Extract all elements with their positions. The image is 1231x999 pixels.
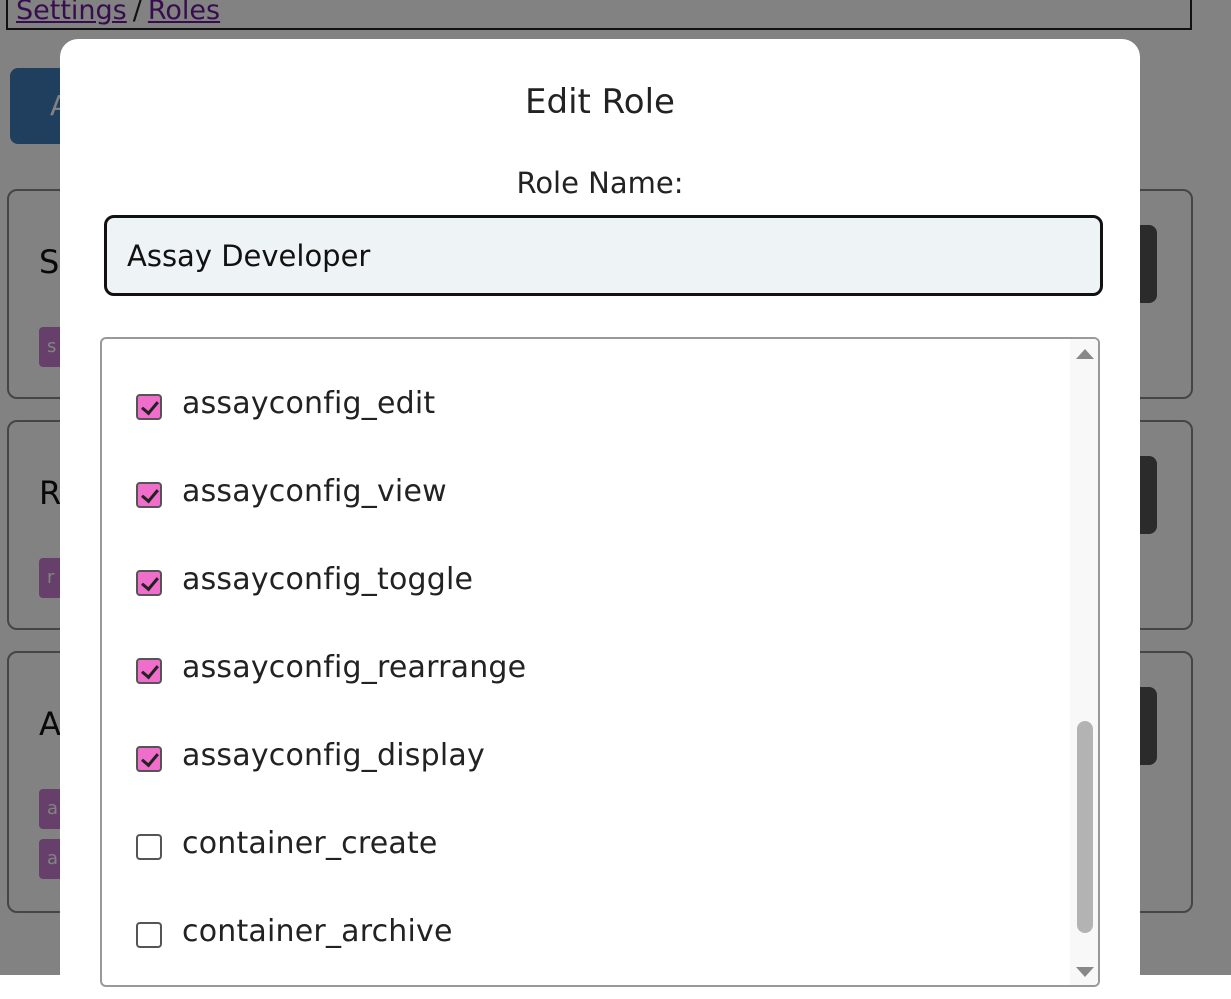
permission-item-assayconfig-toggle[interactable]: assayconfig_toggle [136,559,473,599]
breadcrumb-separator: / [132,0,142,26]
permission-label: container_archive [182,913,453,949]
role-name-label: Role Name: [516,166,684,200]
permission-item-assayconfig-display[interactable]: assayconfig_display [136,735,485,775]
role-card-title: S [39,243,60,281]
permission-item-assayconfig-rearrange[interactable]: assayconfig_rearrange [136,647,526,687]
triangle-up-icon[interactable] [1076,349,1094,359]
scrollbar-thumb[interactable] [1077,721,1093,933]
permission-item-assayconfig-edit[interactable]: assayconfig_edit [136,383,435,423]
permission-label: assayconfig_toggle [182,561,474,597]
breadcrumb-settings-link[interactable]: Settings [16,0,127,26]
permission-checkbox[interactable] [136,394,162,420]
permission-label: assayconfig_edit [182,385,436,421]
role-name-input[interactable] [104,215,1103,296]
permission-item-assayconfig-view[interactable]: assayconfig_view [136,471,447,511]
permissions-scrollbar[interactable] [1070,339,1098,985]
permissions-list[interactable]: assayconfig_edit assayconfig_view assayc… [100,337,1100,987]
permission-checkbox[interactable] [136,746,162,772]
breadcrumb-roles-link[interactable]: Roles [147,0,221,26]
permission-item-container-archive[interactable]: container_archive [136,911,453,951]
permission-label: assayconfig_rearrange [182,649,527,685]
breadcrumb: Settings/Roles [6,0,1192,30]
permission-checkbox[interactable] [136,658,162,684]
permission-label: assayconfig_view [182,473,447,509]
permission-checkbox[interactable] [136,834,162,860]
permission-checkbox[interactable] [136,570,162,596]
permission-checkbox[interactable] [136,922,162,948]
edit-role-modal: Edit Role Role Name: assayconfig_edit as… [60,39,1140,999]
permission-item-container-create[interactable]: container_create [136,823,438,863]
modal-title: Edit Role [525,82,675,122]
permission-checkbox[interactable] [136,482,162,508]
role-card-title: R [39,474,62,512]
permission-label: assayconfig_display [182,737,485,773]
triangle-down-icon[interactable] [1076,967,1094,977]
role-card-title: A [39,705,61,743]
permission-label: container_create [182,825,438,861]
